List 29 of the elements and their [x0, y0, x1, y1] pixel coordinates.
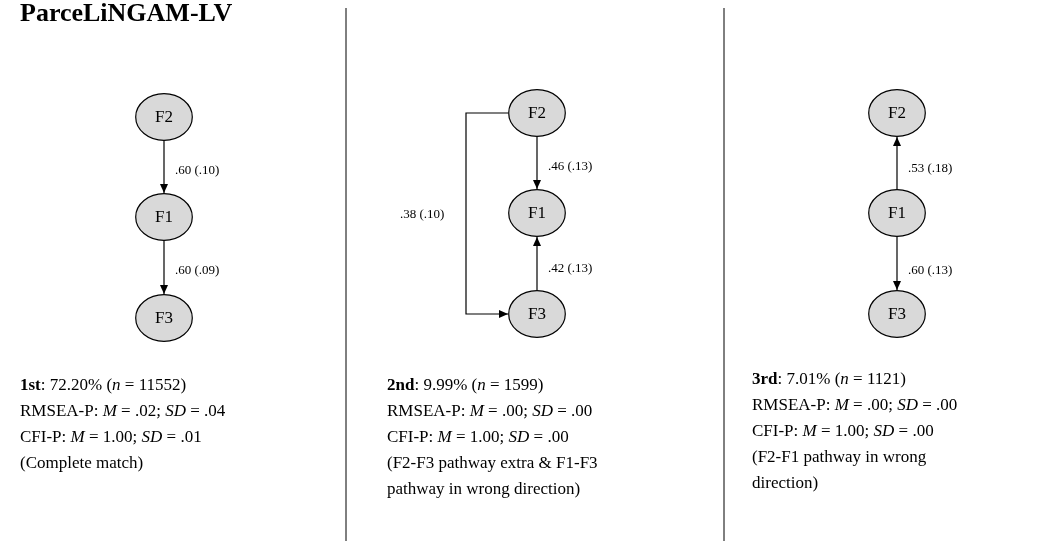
latent-factor-ellipse: F3 — [868, 290, 926, 338]
diagram-title: ParceLiNGAM-LV — [20, 0, 233, 28]
result-text: CFI-P: M = 1.00; SD = .00 — [387, 426, 569, 448]
result-text: 3rd: 7.01% (n = 1121) — [752, 368, 906, 390]
edge-label: .53 (.18) — [908, 160, 953, 175]
edge-label: .60 (.13) — [908, 262, 953, 277]
latent-factor-ellipse: F1 — [508, 189, 566, 237]
latent-factor-ellipse: F2 — [868, 89, 926, 137]
latent-factor-ellipse: F1 — [135, 193, 193, 241]
result-text: RMSEA-P: M = .00; SD = .00 — [387, 400, 593, 422]
latent-factor-ellipse: F2 — [135, 93, 193, 141]
edge-label: .60 (.10) — [175, 162, 220, 177]
edge-label: .60 (.09) — [175, 262, 220, 277]
result-text: (Complete match) — [20, 452, 144, 474]
edge-label: .38 (.10) — [400, 206, 445, 221]
result-text: RMSEA-P: M = .02; SD = .04 — [20, 400, 226, 422]
edge-label: .42 (.13) — [548, 260, 593, 275]
result-text: CFI-P: M = 1.00; SD = .00 — [752, 420, 934, 442]
result-text: (F2-F3 pathway extra & F1-F3 pathway in wrong direction) — [387, 452, 599, 500]
edge-label: .46 (.13) — [548, 158, 593, 173]
result-text: 1st: 72.20% (n = 11552) — [20, 374, 187, 396]
latent-factor-ellipse: F3 — [508, 290, 566, 338]
latent-factor-ellipse: F2 — [508, 89, 566, 137]
result-text: RMSEA-P: M = .00; SD = .00 — [752, 394, 958, 416]
latent-factor-ellipse: F3 — [135, 294, 193, 342]
result-text: 2nd: 9.99% (n = 1599) — [387, 374, 544, 396]
latent-factor-ellipse: F1 — [868, 189, 926, 237]
result-text: (F2-F1 pathway in wrong direction) — [752, 446, 928, 494]
result-text: CFI-P: M = 1.00; SD = .01 — [20, 426, 202, 448]
